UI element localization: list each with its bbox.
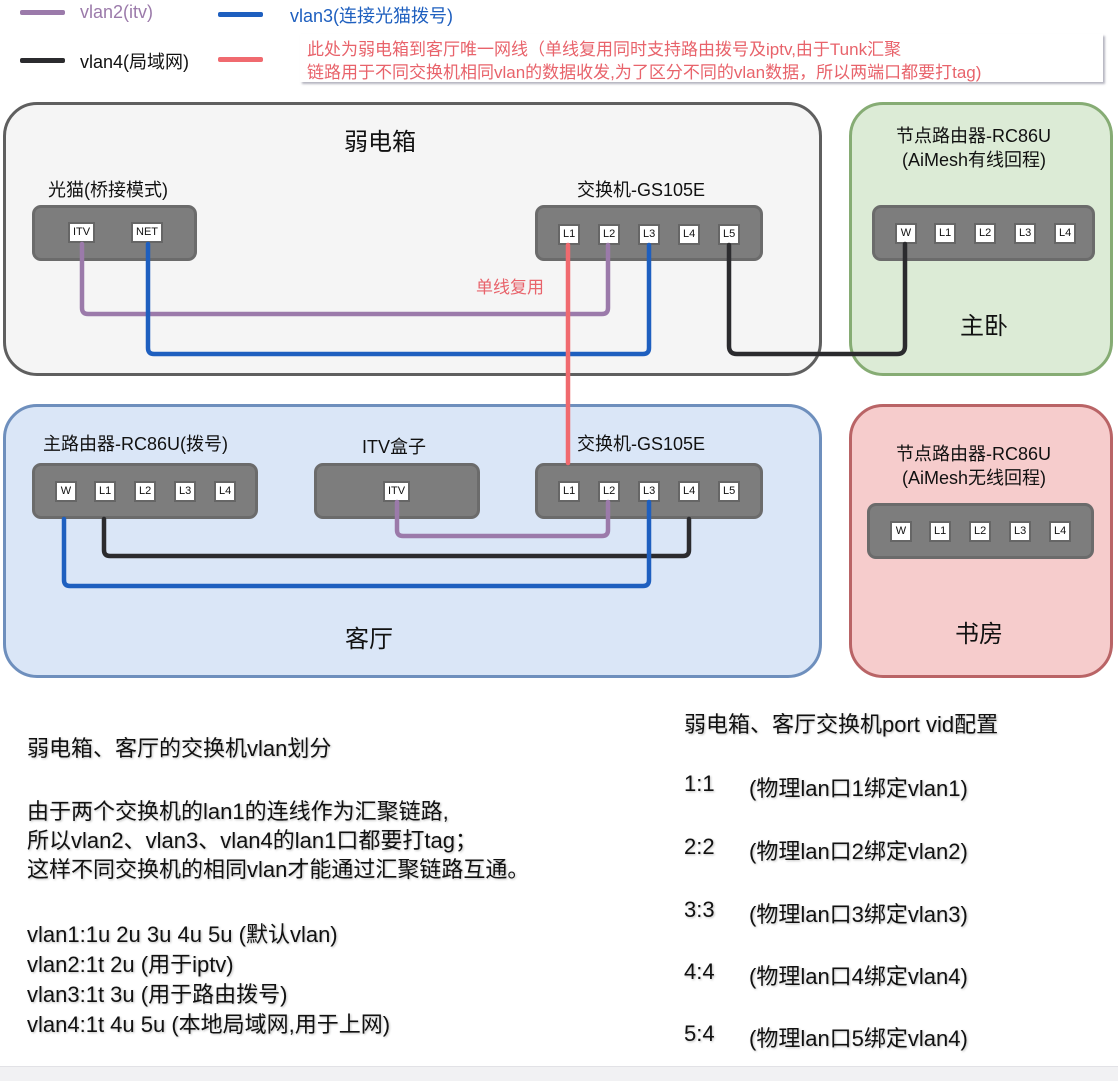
bedroom-router-port-w: W [895,223,917,244]
weak-switch-port-l2: L2 [598,224,621,245]
pvid-section-title: 弱电箱、客厅交换机port vid配置 [684,712,999,737]
trunk-note-box: 此处为弱电箱到客厅唯一网线（单线复用同时支持路由拨号及iptv,由于Tunk汇聚… [300,34,1103,82]
study-router-port-l1: L1 [929,521,952,542]
living-switch-port-l1: L1 [558,481,581,502]
living-switch-label: 交换机-GS105E [577,434,706,454]
living-switch-port-l4: L4 [678,481,701,502]
legend-vlan4-swatch [20,58,65,63]
room-title-living-room: 客厅 [345,626,393,653]
room-title-master-bedroom: 主卧 [960,313,1008,340]
pvid-row-1-map: 1:1 [684,771,715,796]
vlan-config-line-4: vlan4:1t 4u 5u (本地局域网,用于上网) [27,1012,391,1037]
modem-label: 光猫(桥接模式) [48,180,168,200]
main-router-port-l1: L1 [94,481,117,502]
itv-box-label: ITV盒子 [362,437,427,457]
vlan-config-line-1: vlan1:1u 2u 3u 4u 5u (默认vlan) [27,922,338,947]
living-switch-port-l3: L3 [638,481,661,502]
weak-switch-port-l4: L4 [678,224,701,245]
legend-vlan3-swatch [218,12,263,17]
trunk-note-line2: 链路用于不同交换机相同vlan的数据收发,为了区分不同的vlan数据，所以两端口… [307,63,982,82]
legend-vlan3-label: vlan3(连接光猫拨号) [290,6,454,26]
vlan-section-para-3: 这样不同交换机的相同vlan才能通过汇聚链路互通。 [27,857,530,882]
living-switch-port-l5: L5 [718,481,741,502]
bedroom-router-port-l1: L1 [934,223,957,244]
study-router-port-l3: L3 [1009,521,1032,542]
pvid-row-3-desc: (物理lan口3绑定vlan3) [749,902,968,927]
modem-port-net: NET [131,222,163,243]
itv-box-port-itv: ITV [383,481,411,502]
room-title-study: 书房 [955,621,1003,648]
vlan-section-para-2: 所以vlan2、vlan3、vlan4的lan1口都要打tag； [27,828,477,853]
bedroom-router-port-l2: L2 [974,223,997,244]
pvid-row-5-desc: (物理lan口5绑定vlan4) [749,1026,968,1051]
study-router-port-l2: L2 [969,521,992,542]
bedroom-router-label-2: (AiMesh有线回程) [902,150,1047,170]
modem-port-itv: ITV [68,222,96,243]
main-router-port-l4: L4 [214,481,237,502]
bedroom-router-port-l3: L3 [1014,223,1037,244]
bedroom-router-port-l4: L4 [1054,223,1077,244]
trunk-note-line1: 此处为弱电箱到客厅唯一网线（单线复用同时支持路由拨号及iptv,由于Tunk汇聚 [307,40,902,59]
main-router-port-l2: L2 [134,481,157,502]
weak-switch-port-l1: L1 [558,224,581,245]
study-router-port-w: W [890,521,912,542]
legend-vlan2-label: vlan2(itv) [80,2,154,22]
pvid-row-3-map: 3:3 [684,897,715,922]
legend-vlan2-swatch [20,10,65,15]
pvid-row-2-desc: (物理lan口2绑定vlan2) [749,839,968,864]
study-router-label-1: 节点路由器-RC86U [896,444,1052,464]
legend-trunk-swatch [218,57,263,62]
pvid-row-4-desc: (物理lan口4绑定vlan4) [749,964,968,989]
modem-device [32,205,197,261]
legend-vlan4-label: vlan4(局域网) [80,52,190,72]
main-router-label: 主路由器-RC86U(拨号) [43,434,229,454]
vlan-config-line-2: vlan2:1t 2u (用于iptv) [27,952,234,977]
main-router-port-l3: L3 [174,481,197,502]
vlan-section-title: 弱电箱、客厅的交换机vlan划分 [27,736,332,761]
study-router-port-l4: L4 [1049,521,1072,542]
pvid-row-2-map: 2:2 [684,834,715,859]
pvid-row-5-map: 5:4 [684,1021,715,1046]
vlan-config-line-3: vlan3:1t 3u (用于路由拨号) [27,982,288,1007]
bedroom-router-label-1: 节点路由器-RC86U [896,126,1052,146]
weak-switch-port-l3: L3 [638,224,661,245]
room-title-weak-box: 弱电箱 [344,129,416,156]
weak-switch-port-l5: L5 [718,224,741,245]
living-switch-port-l2: L2 [598,481,621,502]
single-line-mux-label: 单线复用 [476,278,544,297]
weak-switch-label: 交换机-GS105E [577,180,706,200]
pvid-row-1-desc: (物理lan口1绑定vlan1) [749,776,968,801]
vlan-section-para-1: 由于两个交换机的lan1的连线作为汇聚链路, [27,799,449,824]
main-router-port-w: W [55,481,77,502]
pvid-row-4-map: 4:4 [684,959,715,984]
bottom-bar [0,1066,1118,1081]
study-router-label-2: (AiMesh无线回程) [902,468,1047,488]
